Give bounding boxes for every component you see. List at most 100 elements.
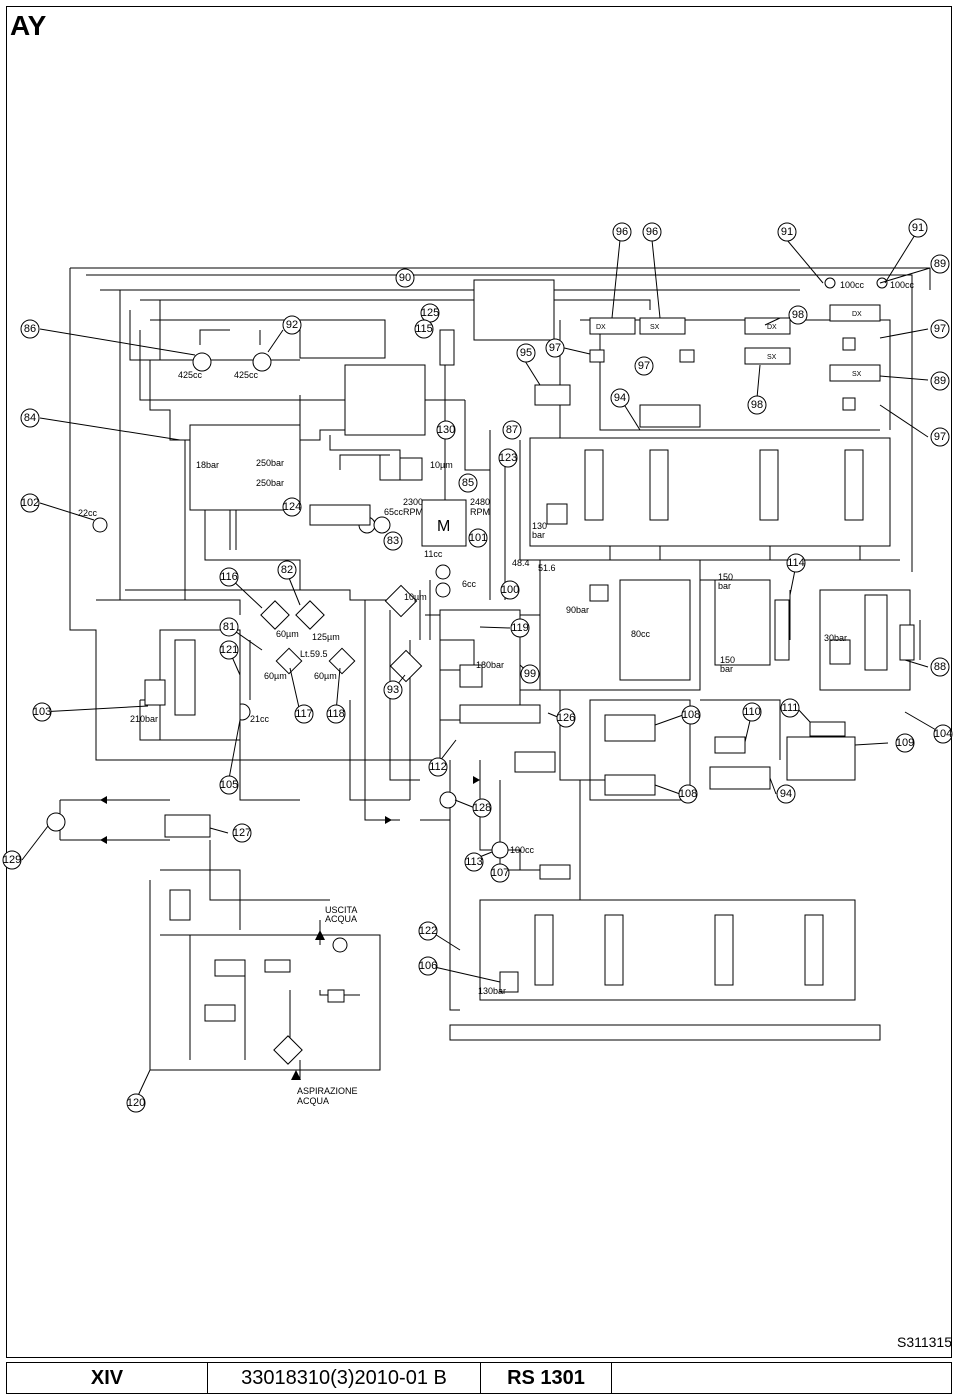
label-22cc: 22cc — [78, 508, 98, 518]
components — [46, 277, 915, 1065]
callout-83: 83 — [383, 531, 403, 551]
label-100cc-b: 100cc — [890, 280, 915, 290]
svg-text:108: 108 — [682, 709, 700, 721]
label-21cc: 21cc — [250, 714, 270, 724]
label-130: 130 — [532, 521, 547, 531]
callout-81: 81 — [219, 617, 239, 637]
directional-valve-bank — [529, 437, 891, 547]
label-150-b: 150 — [720, 655, 735, 665]
svg-text:106: 106 — [419, 960, 437, 972]
label-dx-b: DX — [767, 324, 777, 331]
callout-97: 97 — [930, 319, 950, 339]
callout-105: 105 — [219, 775, 239, 795]
svg-text:97: 97 — [934, 431, 946, 443]
callout-123: 123 — [498, 448, 518, 468]
valve-water-c — [264, 959, 291, 973]
title-block: XIV 33018310(3)2010-01 B RS 1301 — [6, 1362, 952, 1394]
label-51-6: 51.6 — [538, 563, 556, 573]
callout-89: 89 — [930, 254, 950, 274]
sheet-title: AY — [10, 10, 47, 41]
spool-2 — [649, 449, 669, 521]
callout-122: 122 — [418, 921, 438, 941]
cylinder-dx-3 — [829, 304, 881, 322]
svg-text:129: 129 — [3, 854, 21, 866]
callout-116: 116 — [219, 567, 239, 587]
pump-6cc — [435, 582, 451, 598]
svg-text:107: 107 — [491, 867, 509, 879]
callout-98: 98 — [788, 305, 808, 325]
label-48-4: 48.4 — [512, 558, 530, 568]
svg-text:81: 81 — [223, 621, 235, 633]
spool-4 — [844, 449, 864, 521]
callout-108: 108 — [681, 705, 701, 725]
cylinder-110 — [714, 736, 746, 754]
callout-102: 102 — [20, 493, 40, 513]
cylinder-sx-2 — [744, 347, 791, 365]
label-uscita: USCITA — [325, 905, 357, 915]
callout-127: 127 — [232, 823, 252, 843]
label-60um-a: 60µm — [276, 629, 299, 639]
check-valve-97d — [842, 397, 856, 411]
callout-93: 93 — [383, 680, 403, 700]
cylinder-95 — [534, 384, 571, 406]
svg-text:96: 96 — [616, 226, 628, 238]
callout-115: 115 — [414, 319, 434, 339]
cylinder-sx-1 — [639, 317, 686, 335]
label-60um-b: 60µm — [264, 671, 287, 681]
callout-101: 101 — [468, 528, 488, 548]
label-100cc-c: 100cc — [510, 845, 535, 855]
document-number: 33018310(3)2010-01 B — [208, 1363, 481, 1393]
drawing-frame — [6, 6, 952, 1358]
svg-text:85: 85 — [462, 477, 474, 489]
label-210bar: 210bar — [130, 714, 158, 724]
svg-text:98: 98 — [751, 399, 763, 411]
label-sx-b: SX — [767, 354, 777, 361]
cylinder-dx-2 — [744, 317, 791, 335]
flow-arrow-3 — [385, 816, 392, 824]
sheet-code: S311315 — [896, 1334, 952, 1350]
svg-text:114: 114 — [787, 557, 805, 569]
callout-121: 121 — [219, 640, 239, 660]
label-150-b-bar: bar — [720, 664, 733, 674]
svg-text:86: 86 — [24, 323, 36, 335]
callout-92: 92 — [282, 315, 302, 335]
callout-100: 100 — [500, 580, 520, 600]
cylinder-sx-3 — [829, 364, 881, 382]
svg-text:123: 123 — [499, 452, 517, 464]
motor-127 — [46, 812, 66, 832]
callout-124: 124 — [282, 497, 302, 517]
valve-126 — [459, 704, 541, 724]
pump-22cc — [92, 517, 108, 533]
valve-180bar — [459, 664, 483, 688]
valve-94b — [709, 766, 771, 790]
label-rpm-b: RPM — [470, 507, 490, 517]
callout-110: 110 — [742, 702, 762, 722]
valve-94 — [639, 404, 701, 428]
callout-104: 104 — [933, 724, 953, 744]
label-sx-c: SX — [852, 371, 862, 378]
svg-text:95: 95 — [520, 347, 532, 359]
filter-10um-a — [399, 457, 423, 481]
spool-8 — [804, 914, 824, 986]
label-11cc: 11cc — [424, 549, 443, 559]
callout-97: 97 — [930, 427, 950, 447]
svg-text:89: 89 — [934, 375, 946, 387]
label-80cc: 80cc — [631, 629, 651, 639]
callout-103: 103 — [32, 702, 52, 722]
svg-text:128: 128 — [473, 802, 491, 814]
callout-86: 86 — [20, 319, 40, 339]
svg-text:108: 108 — [679, 788, 697, 800]
svg-text:109: 109 — [896, 737, 914, 749]
svg-text:96: 96 — [646, 226, 658, 238]
valve-90-block — [473, 279, 555, 341]
label-dx-a: DX — [596, 324, 606, 331]
callout-125: 125 — [420, 303, 440, 323]
valve-121-spool — [174, 639, 196, 716]
svg-text:112: 112 — [429, 761, 447, 773]
cylinder-108a — [604, 714, 656, 742]
svg-text:120: 120 — [127, 1097, 145, 1109]
filter-10um-b — [384, 584, 418, 618]
cylinder-111 — [809, 721, 846, 737]
valve-30bar-spool — [864, 594, 888, 671]
pressure-gauge — [332, 937, 348, 953]
